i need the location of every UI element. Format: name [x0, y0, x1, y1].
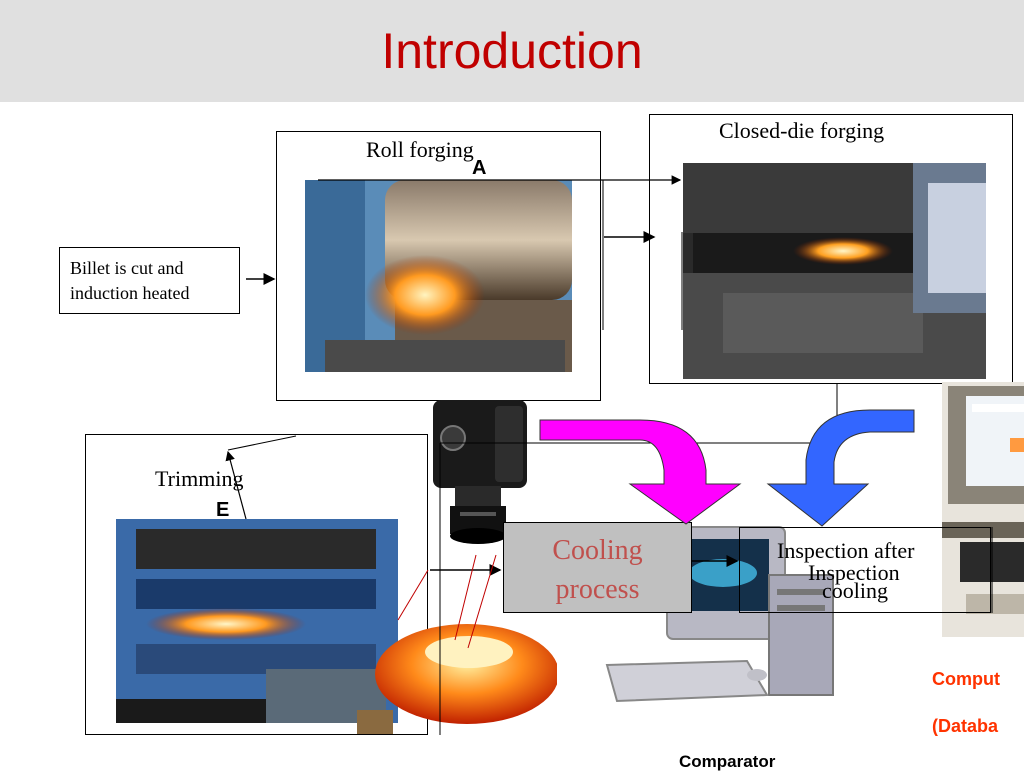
cooling-line-1: Cooling [552, 535, 643, 566]
computer-label-line-2: (Databa [932, 716, 999, 736]
trimming-label: Trimming [155, 466, 244, 491]
desktop-computer-icon [597, 525, 859, 715]
marker-e: E [216, 499, 230, 521]
forged-ring-photo [357, 614, 559, 734]
blue-curved-arrow [766, 409, 915, 527]
inspection-line-2: cooling [822, 578, 888, 603]
slide-title: Introduction [381, 23, 643, 79]
cooling-process-box: Cooling process [503, 522, 692, 613]
trimming-press-photo [116, 519, 398, 723]
computer-label-line-1: Comput [932, 669, 1000, 689]
inspection-line-1: Inspection after [777, 538, 915, 563]
roll-forging-photo [305, 180, 572, 372]
camera-icon [425, 398, 535, 548]
comparator-label: Comparator [679, 752, 776, 771]
closed-die-box [649, 114, 1013, 384]
billet-box: Billet is cut and induction heated [59, 247, 240, 314]
inspection-box [739, 527, 991, 613]
marker-a: A [472, 157, 487, 179]
title-bar [0, 0, 1024, 102]
workstation-computer-icon [942, 382, 1024, 637]
cooling-line-2: process [555, 574, 640, 605]
billet-line-1: Billet is cut and [70, 258, 184, 278]
roll-forging-label: Roll forging [366, 137, 474, 162]
closed-die-forging-photo [683, 163, 986, 379]
billet-line-2: induction heated [70, 283, 190, 303]
magenta-curved-arrow [539, 419, 742, 525]
closed-die-label: Closed-die forging [719, 118, 885, 143]
inspection-overlap-text: Inspection [808, 560, 900, 585]
